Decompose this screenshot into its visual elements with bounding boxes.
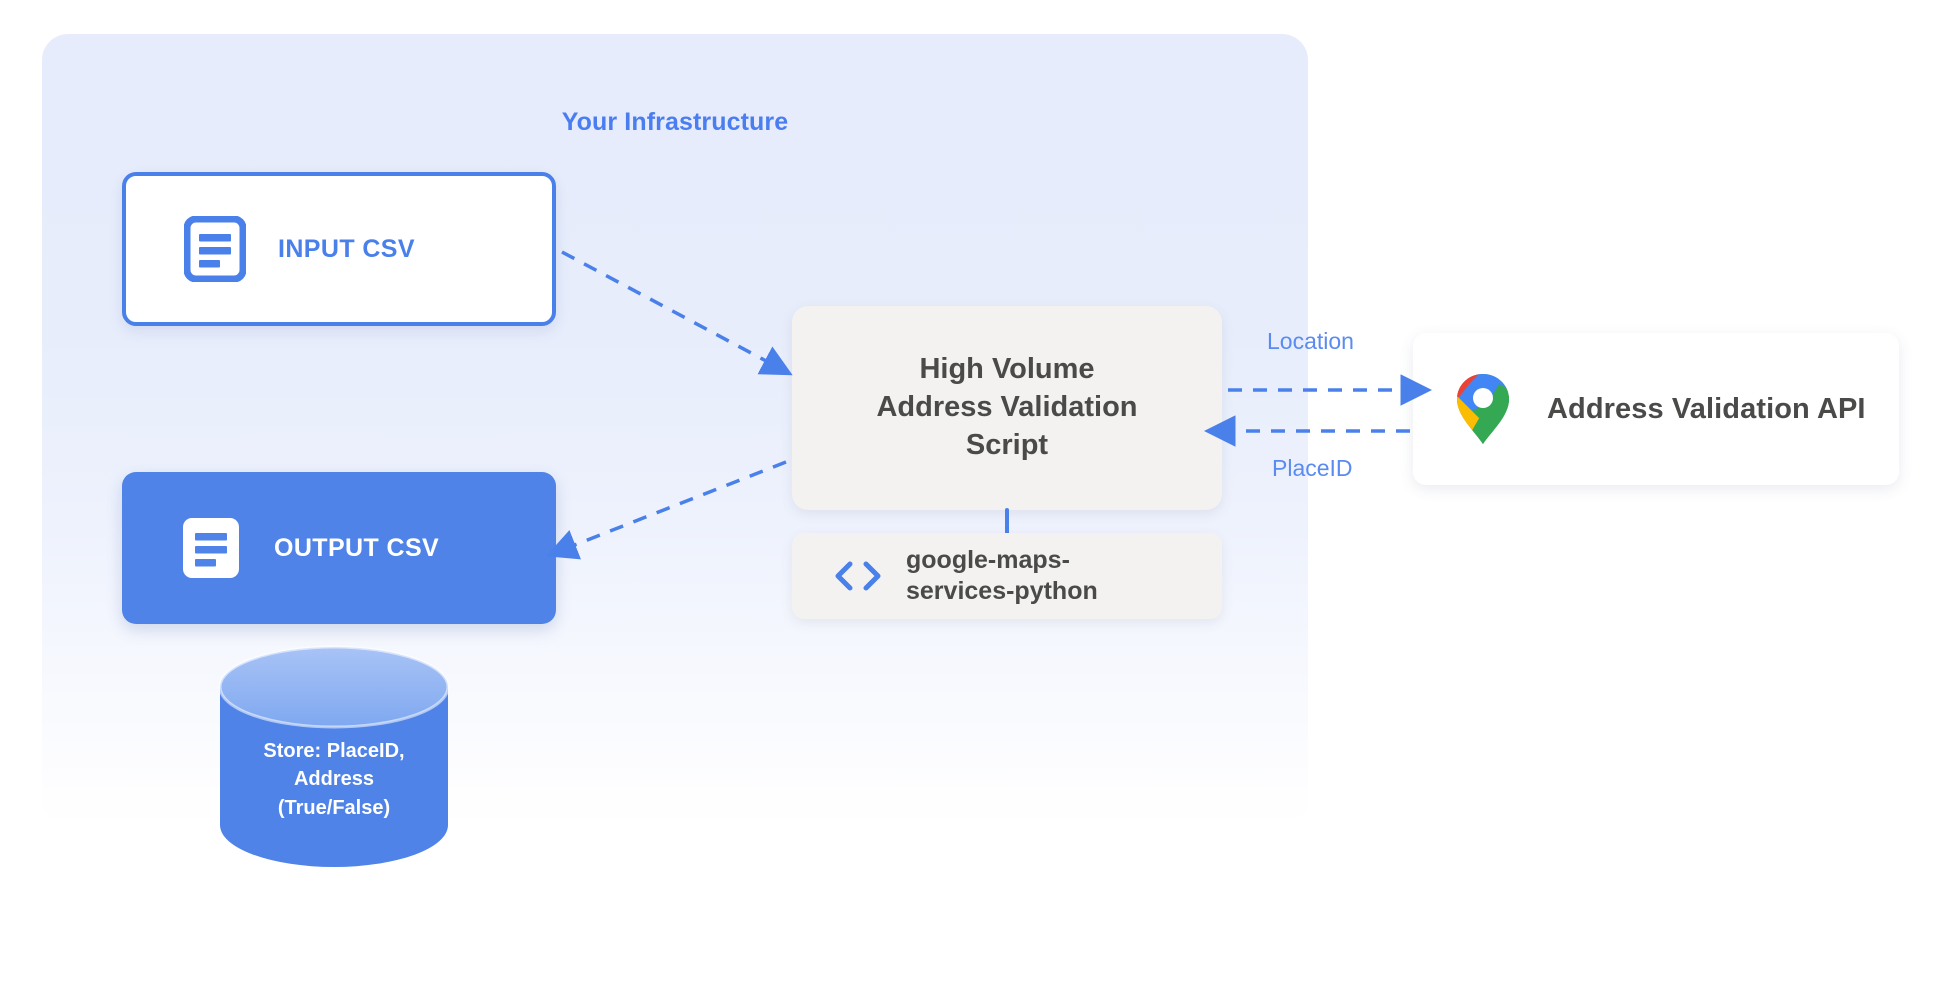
script-library-connector: [1005, 508, 1009, 538]
node-python-library[interactable]: google-maps- services-python: [792, 533, 1222, 619]
node-input-csv[interactable]: INPUT CSV: [122, 172, 556, 326]
google-maps-pin-icon: [1457, 374, 1509, 444]
script-line-2: Address Validation: [876, 391, 1138, 424]
edge-label-placeid: PlaceID: [1272, 455, 1353, 481]
node-validation-script-label: High Volume Address Validation Script: [876, 351, 1137, 464]
node-output-csv[interactable]: OUTPUT CSV: [122, 472, 556, 624]
edge-label-location: Location: [1267, 328, 1354, 354]
node-address-validation-api[interactable]: Address Validation API: [1413, 333, 1899, 485]
cylinder-shape: [218, 645, 450, 867]
node-python-library-label: google-maps- services-python: [906, 545, 1098, 607]
node-input-csv-label: INPUT CSV: [278, 234, 415, 263]
document-icon: [183, 518, 239, 578]
node-database[interactable]: Store: PlaceID, Address (True/False): [212, 645, 456, 867]
node-address-validation-api-label: Address Validation API: [1547, 392, 1866, 425]
script-line-1: High Volume: [919, 353, 1095, 386]
library-line-1: google-maps-: [906, 546, 1070, 574]
node-output-csv-label: OUTPUT CSV: [274, 533, 440, 562]
library-line-2: services-python: [906, 577, 1098, 605]
code-icon: [835, 561, 881, 591]
script-line-3: Script: [965, 428, 1049, 461]
document-icon: [184, 216, 246, 282]
node-validation-script[interactable]: High Volume Address Validation Script: [792, 306, 1222, 510]
panel-title: Your Infrastructure: [561, 108, 789, 136]
